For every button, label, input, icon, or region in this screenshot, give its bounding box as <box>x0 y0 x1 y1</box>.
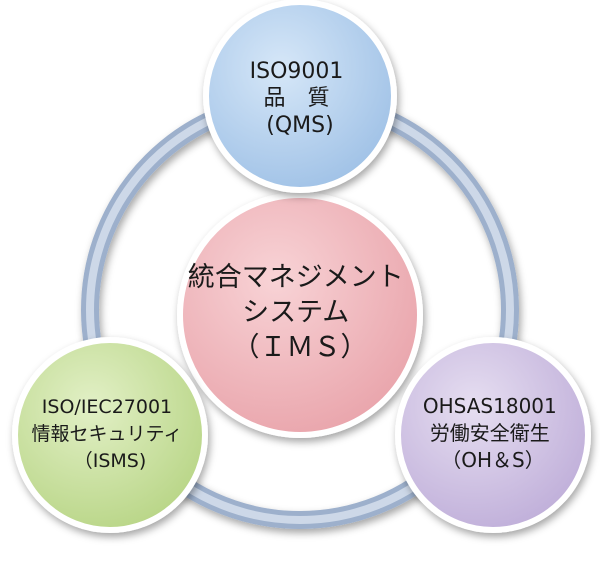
isms-line-2: 情報セキュリティ <box>32 423 183 445</box>
node-ohs: OHSAS18001 労働安全衛生 （OH＆S） <box>395 337 591 533</box>
isms-line-1: ISO/IEC27001 <box>42 396 172 418</box>
center-line-3: （ＩＭＳ） <box>233 332 368 363</box>
svg-text:OHSAS18001 労働安全衛生: OHSAS18001 労働安全衛生 （OH＆S） <box>423 394 563 472</box>
ohs-line-1: OHSAS18001 <box>423 394 557 418</box>
ohs-line-2: 労働安全衛生 <box>430 421 550 445</box>
center-node-ims: 統合マネジメント システム （ＩＭＳ） <box>177 192 423 438</box>
svg-text:統合マネジメント システム （ＩＭＳ: 統合マネジメント システム （ＩＭＳ） <box>188 262 413 363</box>
svg-text:ISO/IEC27001 情報セキュリティ: ISO/IEC27001 情報セキュリティ （ISMS) <box>32 396 189 472</box>
isms-line-3: （ISMS) <box>74 450 147 472</box>
qms-line-3: (QMS) <box>266 113 333 138</box>
svg-text:ISO9001 品 質 (QMS): ISO9001 品 質 (QMS) <box>250 59 351 138</box>
center-line-2: システム <box>242 297 349 328</box>
qms-line-1: ISO9001 <box>250 59 344 84</box>
node-isms: ISO/IEC27001 情報セキュリティ （ISMS) <box>12 337 208 533</box>
node-qms: ISO9001 品 質 (QMS) <box>203 0 397 193</box>
ohs-line-3: （OH＆S） <box>441 448 544 472</box>
center-line-1: 統合マネジメント <box>188 262 404 293</box>
qms-line-2: 品 質 <box>263 86 329 111</box>
